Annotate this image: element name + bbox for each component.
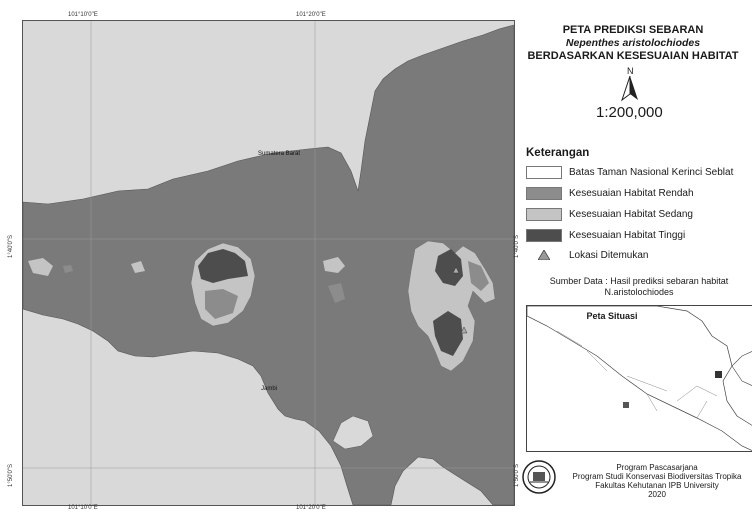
habitat-patch-medium [323,257,345,273]
park-area [23,24,514,505]
legend-label: Kesesuaian Habitat Tinggi [569,229,686,241]
legend-label: Batas Taman Nasional Kerinci Seblat [569,166,734,178]
credit-line: Program Studi Konservasi Biodiversitas T… [572,472,742,481]
inset-marker [715,371,722,378]
inset-title: Peta Situasi [586,311,638,321]
habitat-patch-low [468,261,489,291]
triangle-icon [538,250,550,260]
legend-label: Lokasi Ditemukan [569,249,649,261]
inlet-area [332,415,374,450]
habitat-patch-high [198,249,248,283]
legend-swatch [526,186,562,200]
university-logo-icon [522,460,556,494]
location-found-marker [452,266,460,274]
map-canvas[interactable] [23,21,514,505]
coord-bottom-right: 101°20'0"E [296,505,326,511]
inset-map[interactable]: Peta Situasi [526,305,752,452]
legend-item-habitat-medium: Kesesuaian Habitat Sedang [526,206,693,222]
legend-label: Kesesuaian Habitat Rendah [569,187,694,199]
map-frame[interactable]: Sumatera Barat Jambi [22,20,515,506]
legend-swatch [526,165,562,179]
legend-item-park-boundary: Batas Taman Nasional Kerinci Seblat [526,164,733,180]
credit-line: Program Pascasarjana [616,463,698,472]
credit-line: 2020 [648,490,666,499]
habitat-patch-medium [131,261,145,273]
coord-left-upper: 1°40'0"S [8,234,14,258]
map-title-line2: Nepenthes aristolochiodes [565,37,701,49]
inset-map-canvas [527,306,752,451]
data-source: Sumber Data : Hasil prediksi sebaran hab… [526,276,752,297]
location-found-marker [460,326,468,334]
map-title-line3: BERDASARKAN KESESUAIAN HABITAT [527,50,739,62]
coord-bottom-left: 101°10'0"E [68,505,98,511]
credit-block: Program Pascasarjana Program Studi Konse… [562,463,752,499]
inset-landmass [527,306,752,451]
coord-top-right: 101°20'0"E [296,12,326,18]
scale-text: 1:200,000 [596,104,663,121]
legend-title: Keterangan [526,147,590,159]
habitat-patch-low [328,283,345,303]
source-line1: Sumber Data : Hasil prediksi sebaran hab… [549,276,729,286]
legend-item-location-found: Lokasi Ditemukan [526,247,648,263]
legend-label: Kesesuaian Habitat Sedang [569,208,693,220]
coord-left-lower: 1°50'0"S [8,463,14,487]
coord-top-left: 101°10'0"E [68,12,98,18]
legend-swatch [526,228,562,242]
habitat-patch-medium [28,258,53,276]
habitat-patch-low [63,265,73,273]
credit-line: Fakultas Kehutanan IPB University [595,481,719,490]
habitat-patch-low [205,289,238,319]
legend-swatch [526,207,562,221]
inset-boundaries [556,330,718,419]
inset-study-area [623,402,629,408]
label-sumatera-barat: Sumatera Barat [258,151,301,157]
north-arrow-icon [621,76,638,102]
legend-item-habitat-high: Kesesuaian Habitat Tinggi [526,227,685,243]
habitat-patch-high [433,311,463,356]
map-sidebar: PETA PREDIKSI SEBARAN Nepenthes aristolo… [514,0,752,512]
legend-item-habitat-low: Kesesuaian Habitat Rendah [526,185,694,201]
north-label: N [627,66,634,76]
source-line2: N.aristolochiodes [604,286,674,297]
map-title-line1: PETA PREDIKSI SEBARAN [562,24,704,36]
inset-island [731,351,752,386]
label-jambi: Jambi [261,386,278,392]
habitat-patch-high [435,249,463,286]
